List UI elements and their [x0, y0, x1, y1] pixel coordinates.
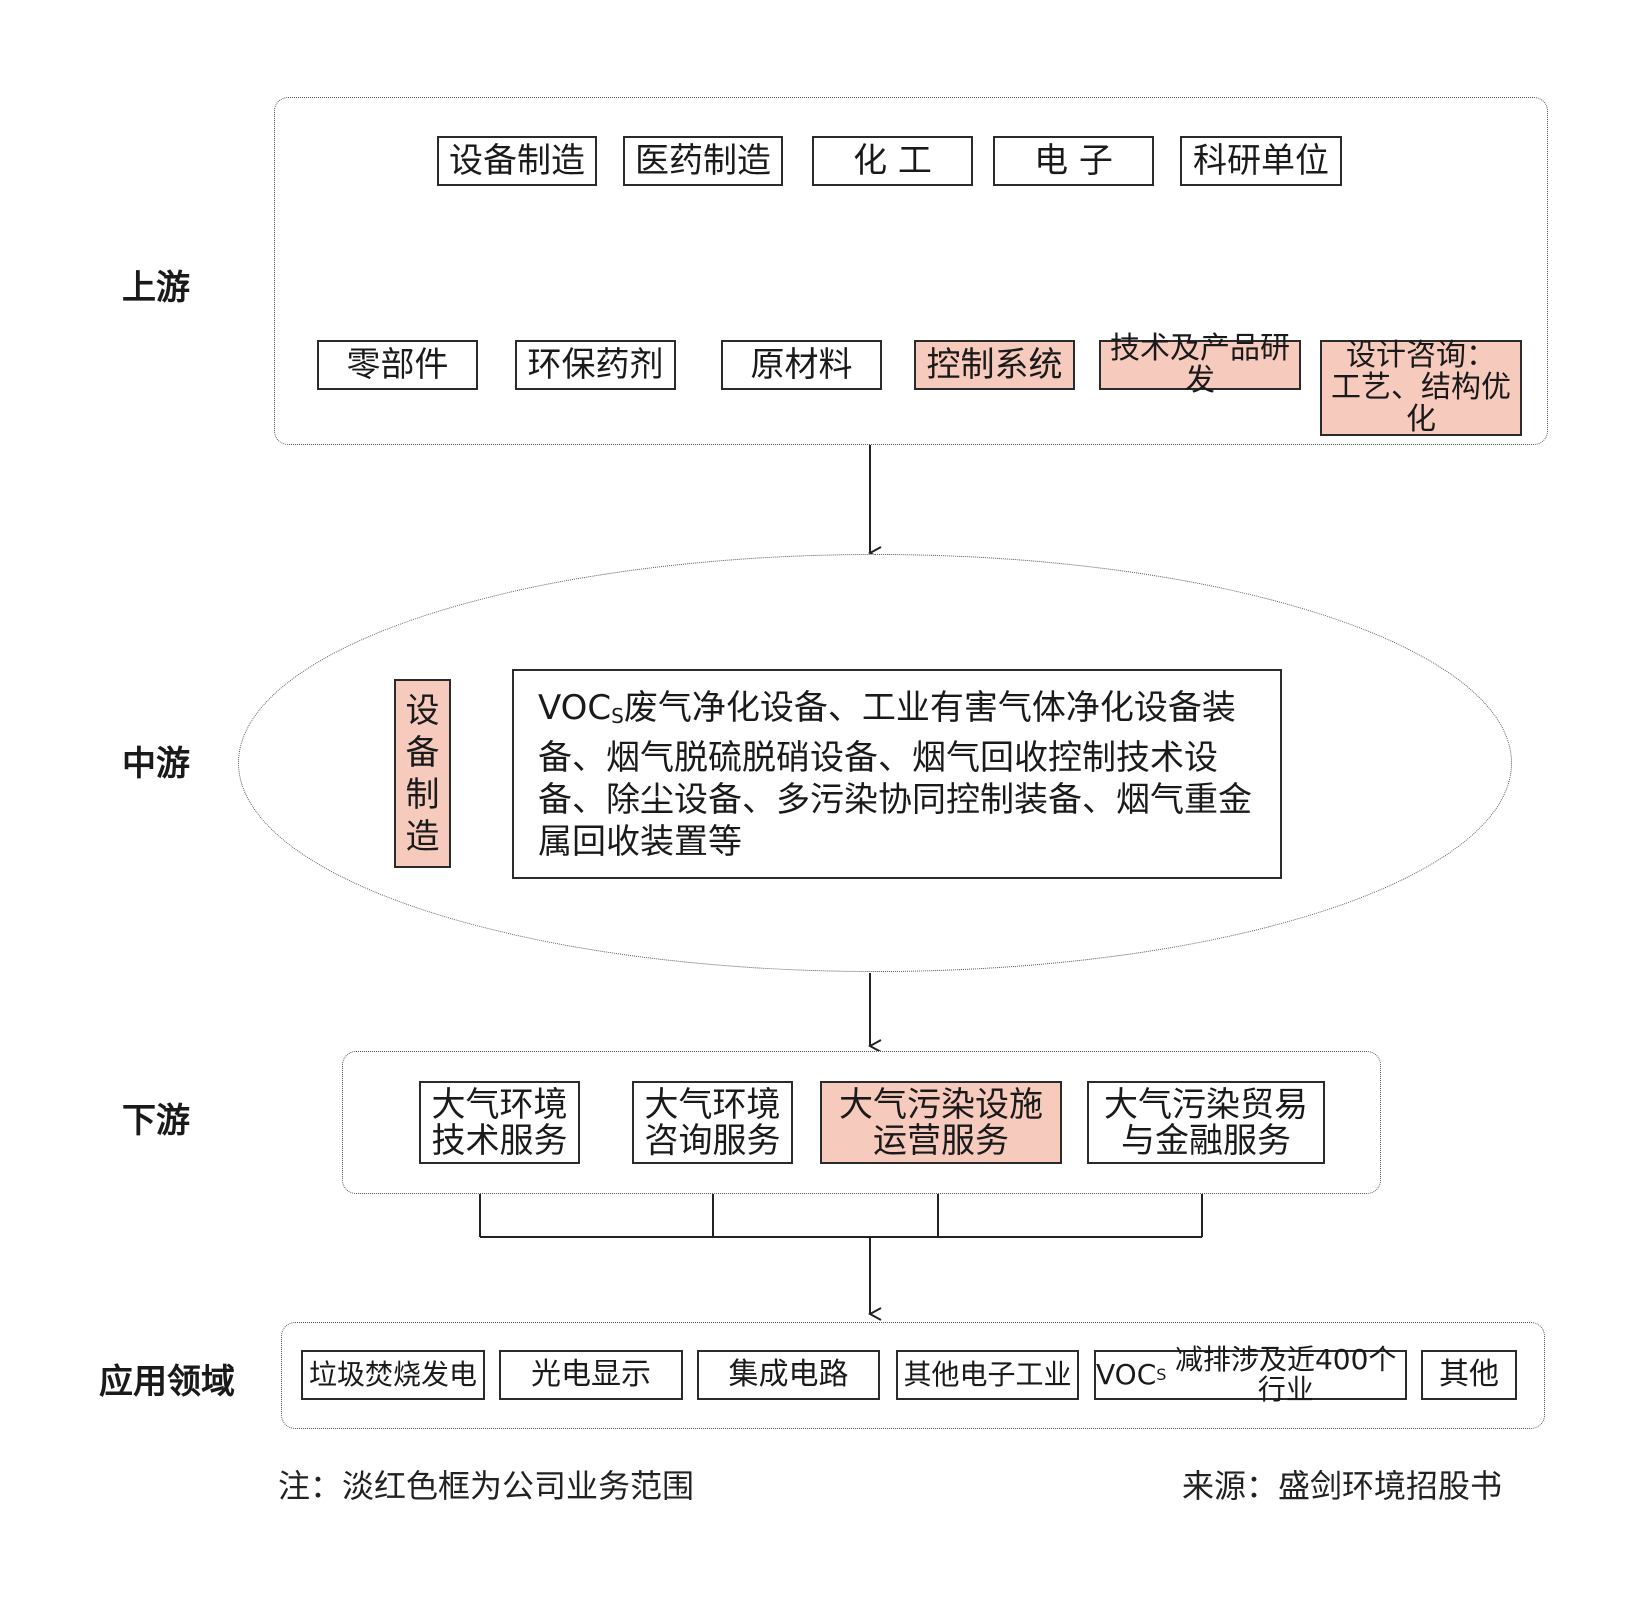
source-note: 来源：盛剑环境招股书 — [1182, 1467, 1503, 1505]
application-box-waste-power: 垃圾焚烧发电 — [301, 1350, 485, 1400]
industry-box-equipment: 设备制造 — [437, 136, 597, 186]
service-box-operation: 大气污染设施 运营服务 — [820, 1081, 1062, 1164]
manufacturing-char: 制 — [405, 774, 440, 815]
application-voc-prefix: VOC — [1096, 1358, 1157, 1391]
supply-box-reagents: 环保药剂 — [515, 340, 676, 390]
industry-box-electronics: 电 子 — [993, 136, 1154, 186]
manufacturing-char: 造 — [405, 816, 440, 857]
supply-box-parts: 零部件 — [317, 340, 478, 390]
stage-label-downstream: 下游 — [122, 1101, 190, 1141]
service-box-tech: 大气环境 技术服务 — [419, 1081, 580, 1164]
service-box-consulting: 大气环境 咨询服务 — [632, 1081, 793, 1164]
supply-box-control-system: 控制系统 — [914, 340, 1075, 390]
industry-box-chemical: 化 工 — [812, 136, 973, 186]
supply-box-rnd: 技术及产品研发 — [1099, 333, 1301, 397]
supply-box-materials: 原材料 — [721, 340, 882, 390]
stage-label-application: 应用领域 — [99, 1362, 235, 1402]
products-box: VOCS废气净化设备、工业有害气体净化设备装备、烟气脱硫脱硝设备、烟气回收控制技… — [512, 669, 1282, 879]
application-box-display: 光电显示 — [499, 1350, 683, 1400]
manufacturing-char: 备 — [405, 732, 440, 773]
stage-label-upstream: 上游 — [122, 268, 190, 308]
application-box-ic: 集成电路 — [697, 1350, 880, 1400]
industry-box-pharma: 医药制造 — [623, 136, 783, 186]
manufacturing-char: 设 — [405, 690, 440, 731]
service-box-trade-finance: 大气污染贸易 与金融服务 — [1087, 1081, 1325, 1164]
products-voc-prefix: VOC — [538, 688, 612, 728]
application-box-other: 其他 — [1421, 1350, 1517, 1400]
industry-box-research: 科研单位 — [1180, 136, 1342, 186]
products-text: 废气净化设备、工业有害气体净化设备装备、烟气脱硫脱硝设备、烟气回收控制技术设备、… — [538, 688, 1252, 862]
application-voc-text: 减排涉及近400个行业 — [1174, 1343, 1397, 1406]
manufacturing-box: 设 备 制 造 — [394, 679, 451, 868]
stage-label-midstream: 中游 — [122, 744, 190, 784]
products-voc-subscript: S — [611, 704, 624, 728]
supply-box-design-consulting: 设计咨询： 工艺、结构优化 — [1320, 340, 1522, 436]
footnote: 注：淡红色框为公司业务范围 — [278, 1467, 695, 1505]
application-voc-subscript: S — [1156, 1365, 1167, 1384]
application-box-electronics: 其他电子工业 — [896, 1350, 1079, 1400]
